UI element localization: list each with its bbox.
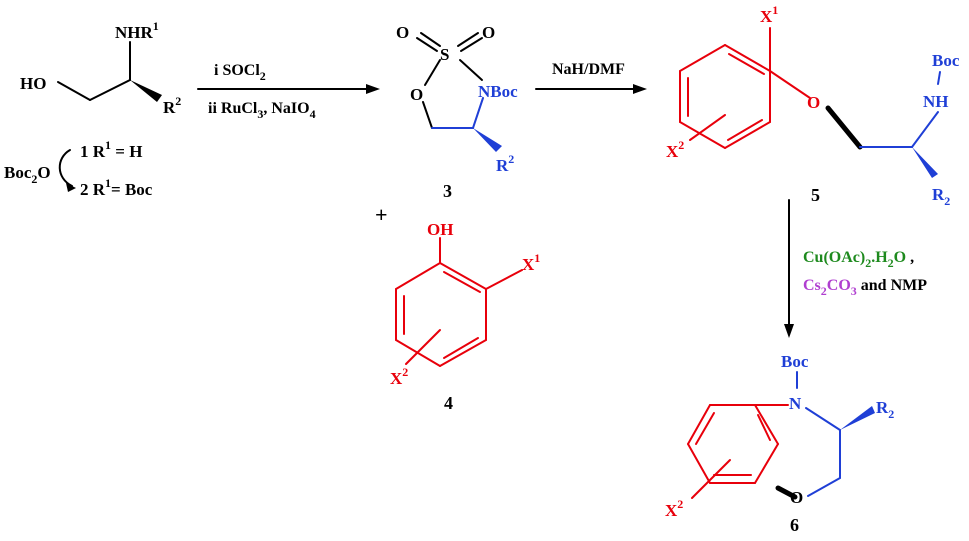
boc-protection: Boc2O 1 R1 = H 2 R1= Boc [4, 138, 153, 199]
wedge-bond [473, 128, 502, 152]
step-2-condition: NaH/DMF [552, 61, 625, 78]
nhr1-label: NHR1 [115, 19, 159, 42]
step-1-condition-1: i SOCl2 [214, 62, 266, 83]
nboc-label: NBoc [478, 82, 518, 101]
r2-label: R2 [932, 185, 950, 208]
compound-4: OH X1 X2 4 [390, 220, 540, 413]
step-3-condition-2: Cs2CO3 and NMP [803, 277, 927, 298]
wedge-bond [912, 147, 938, 178]
ho-label: HO [20, 74, 46, 93]
boc2o-label: Boc2O [4, 163, 51, 186]
step-3-condition-1: Cu(OAc)2.H2O , [803, 249, 914, 270]
step-1: i SOCl2 ii RuCl3, NaIO4 [197, 62, 380, 121]
sulfonyl-oxygen-1: O [396, 23, 409, 42]
plus-sign: + [375, 202, 388, 227]
step-2: NaH/DMF [535, 61, 647, 94]
step-3: Cu(OAc)2.H2O , Cs2CO3 and NMP [784, 199, 927, 338]
r2-label: R2 [876, 398, 894, 421]
arrow-head [366, 84, 380, 94]
x1-label: X1 [760, 3, 778, 26]
compound-3: O S O O NBoc R2 3 [396, 23, 518, 201]
compound-number-4: 4 [444, 393, 453, 413]
wedge-bond [130, 80, 162, 102]
x2-label: X2 [665, 497, 683, 520]
compound-6: Boc N R2 O X2 6 [665, 352, 894, 535]
arrow-head [633, 84, 647, 94]
sulfur-atom: S [440, 45, 449, 64]
x2-label: X2 [390, 365, 408, 388]
arrow-head [784, 324, 794, 338]
compound-5: X1 X2 O Boc NH R2 5 [666, 3, 960, 208]
boc-label: Boc [781, 352, 809, 371]
nitrogen-atom: N [789, 394, 802, 413]
oh-label: OH [427, 220, 453, 239]
compound-1: HO NHR1 R2 [20, 19, 181, 117]
r2-label: R2 [496, 152, 514, 175]
compound-2-definition: 2 R1= Boc [80, 176, 153, 199]
compound-number-6: 6 [790, 515, 799, 535]
ring-oxygen: O [790, 488, 803, 507]
boc-label: Boc [932, 51, 960, 70]
compound-1-definition: 1 R1 = H [80, 138, 142, 161]
ether-oxygen: O [807, 93, 820, 112]
ring-oxygen: O [410, 85, 423, 104]
wedge-bond [840, 406, 875, 430]
x2-label: X2 [666, 138, 684, 161]
compound-number-5: 5 [811, 185, 820, 205]
sulfonyl-oxygen-2: O [482, 23, 495, 42]
x1-label: X1 [522, 251, 540, 274]
compound-number-3: 3 [443, 181, 452, 201]
r2-label: R2 [163, 94, 181, 117]
step-1-condition-2: ii RuCl3, NaIO4 [208, 100, 316, 121]
nh-label: NH [923, 92, 949, 111]
curved-arrow-head [66, 183, 76, 192]
